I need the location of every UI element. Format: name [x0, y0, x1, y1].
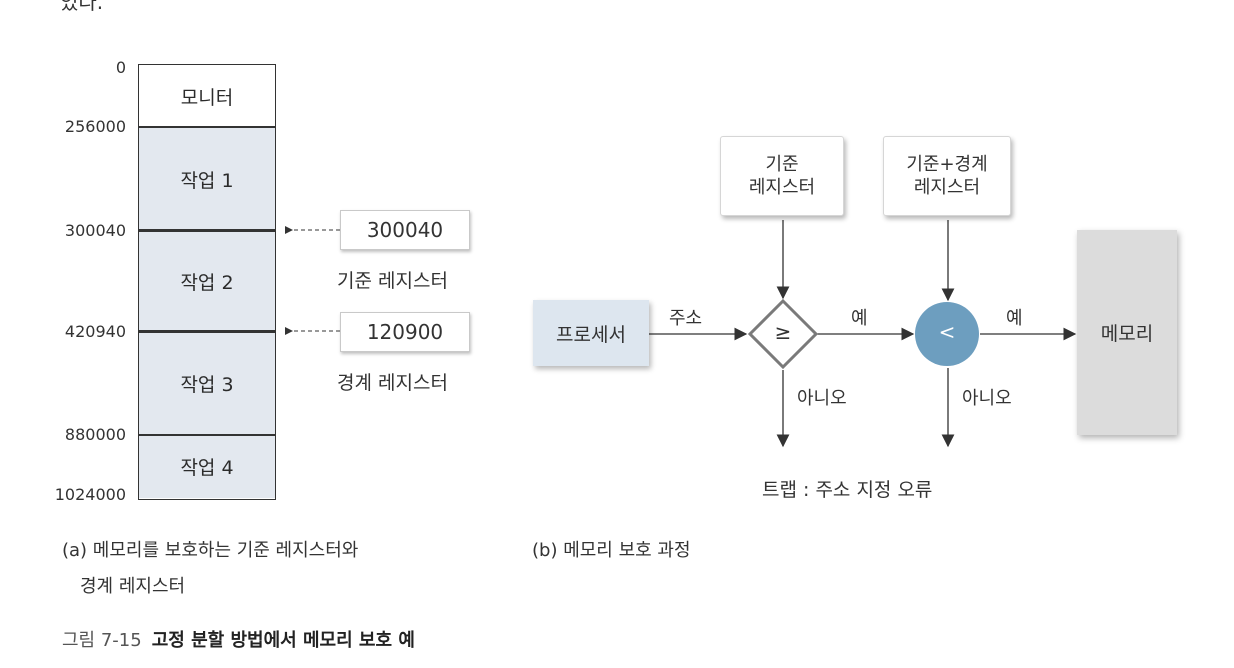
compare1-symbol: ≥ — [774, 320, 792, 344]
figure-number: 그림 7-15 — [62, 630, 142, 651]
segment-job-2: 작업 2 — [139, 231, 275, 332]
no-label-1: 아니오 — [797, 388, 847, 409]
address-label-880000: 880000 — [64, 425, 126, 444]
figure-title: 그림 7-15 고정 분할 방법에서 메모리 보호 예 — [62, 626, 415, 652]
base-register-box-line1: 기준 — [765, 154, 799, 175]
caption-a-line1: (a) 메모리를 보호하는 기준 레지스터와 — [62, 540, 359, 561]
caption-a-line2: 경계 레지스터 — [80, 576, 186, 597]
address-label-300040: 300040 — [64, 221, 126, 240]
compare2-symbol: < — [938, 320, 956, 344]
yes-label-1: 예 — [851, 308, 868, 329]
divider-300040 — [139, 229, 275, 232]
address-label-0: 0 — [115, 58, 126, 77]
limit-register-box: 기준+경계 레지스터 — [883, 136, 1011, 216]
yes-label-2: 예 — [1006, 308, 1023, 329]
figure-title-text: 고정 분할 방법에서 메모리 보호 예 — [151, 630, 415, 651]
register-arrows — [285, 226, 340, 335]
address-label-1024000: 1024000 — [54, 485, 126, 504]
address-flow-label: 주소 — [669, 308, 703, 329]
segment-monitor: 모니터 — [180, 86, 234, 109]
processor-box: 프로세서 — [533, 300, 649, 366]
base-register-label: 기준 레지스터 — [337, 270, 448, 292]
limit-register-value: 120900 — [340, 312, 470, 352]
base-register-box-line2: 레지스터 — [748, 177, 816, 198]
segment-job-3: 작업 3 — [139, 332, 275, 435]
compare1-diamond — [747, 298, 819, 370]
memory-map: 모니터 작업 1 작업 2 작업 3 작업 4 — [138, 64, 276, 500]
divider-256000 — [139, 126, 275, 128]
no-label-2: 아니오 — [962, 388, 1012, 409]
memory-block: 메모리 — [1077, 230, 1177, 435]
base-register-value: 300040 — [340, 210, 470, 250]
divider-420940 — [139, 330, 275, 333]
limit-register-box-line1: 기준+경계 — [906, 154, 988, 175]
divider-880000 — [139, 434, 275, 436]
caption-b: (b) 메모리 보호 과정 — [532, 540, 691, 561]
segment-job-1: 작업 1 — [139, 127, 275, 231]
trap-label: 트랩 : 주소 지정 오류 — [762, 479, 933, 501]
base-register-box: 기준 레지스터 — [720, 136, 844, 216]
address-label-256000: 256000 — [64, 117, 126, 136]
segment-job-4: 작업 4 — [139, 435, 275, 498]
compare2-circle — [915, 302, 979, 366]
limit-register-label: 경계 레지스터 — [337, 372, 448, 394]
limit-register-box-line2: 레지스터 — [913, 177, 981, 198]
top-text-fragment: 있다. — [60, 0, 104, 14]
address-label-420940: 420940 — [64, 322, 126, 341]
